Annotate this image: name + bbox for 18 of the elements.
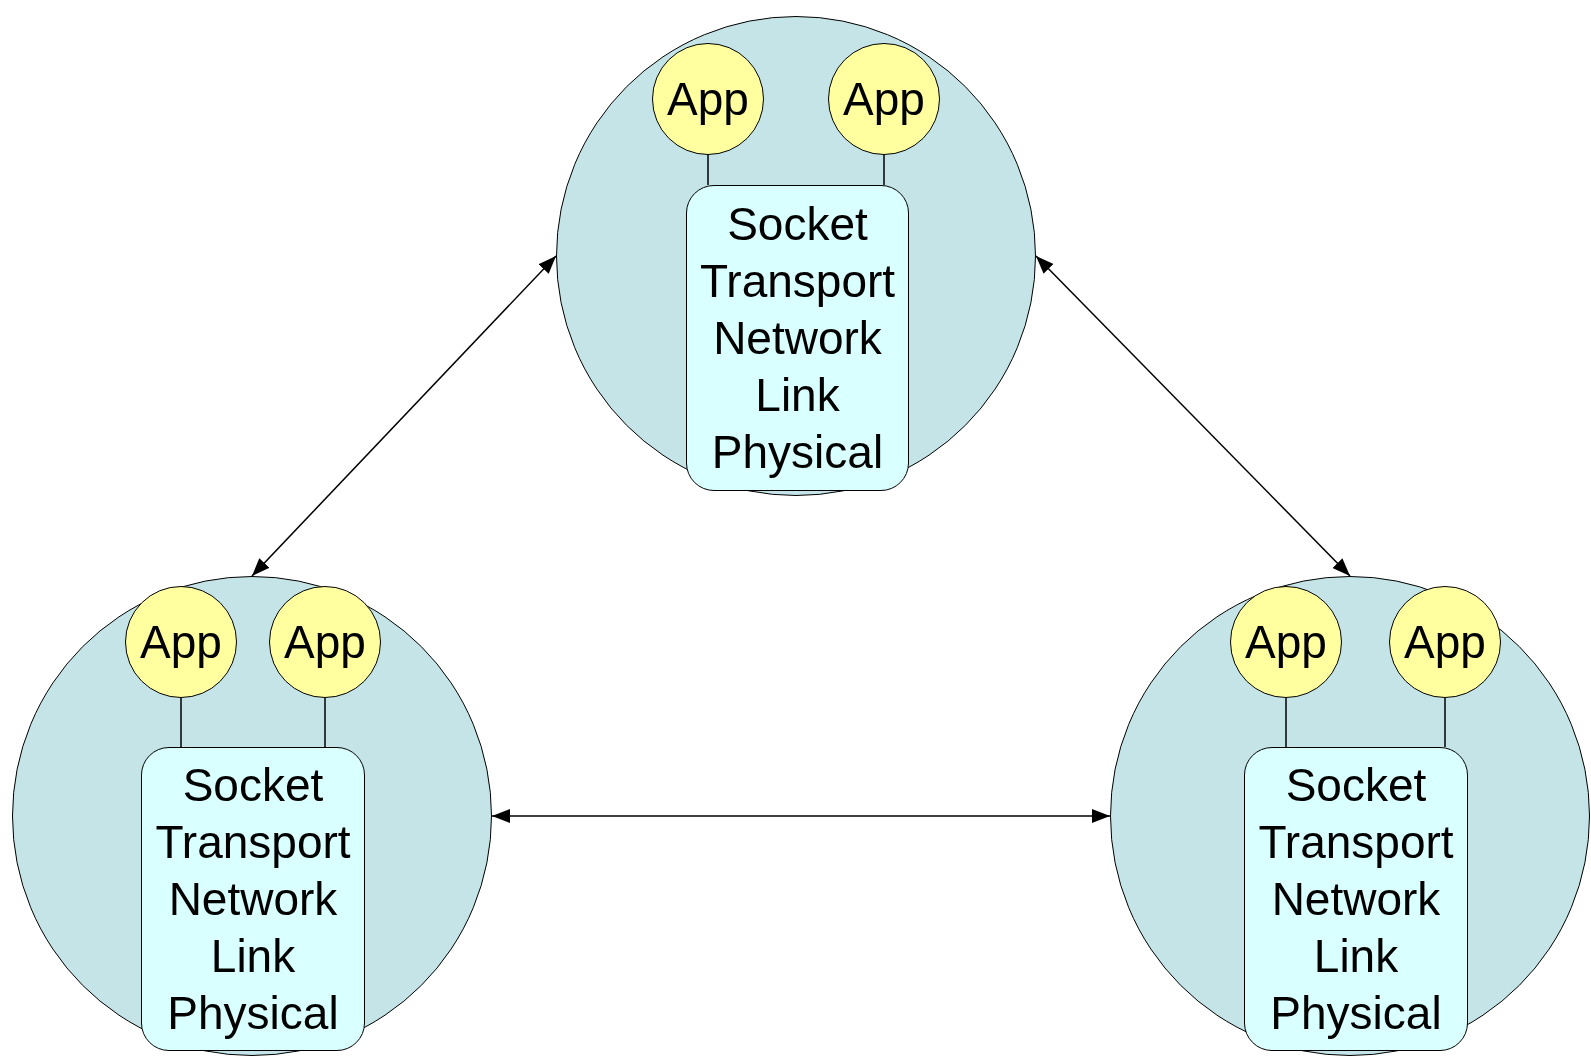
app-circle: App	[269, 586, 381, 698]
protocol-stack-box: Socket Transport Network Link Physical	[141, 747, 365, 1051]
connector-line	[1444, 697, 1446, 748]
protocol-stack-box: Socket Transport Network Link Physical	[686, 185, 909, 491]
arrow	[251, 255, 557, 577]
connector-line	[1285, 697, 1287, 748]
app-circle: App	[652, 43, 764, 155]
connector-line	[883, 154, 885, 186]
app-circle: App	[828, 43, 940, 155]
arrow	[491, 809, 1111, 823]
app-circle: App	[125, 586, 237, 698]
connector-line	[324, 697, 326, 748]
connector-line	[707, 154, 709, 186]
connector-line	[180, 697, 182, 748]
protocol-stack-box: Socket Transport Network Link Physical	[1244, 747, 1468, 1051]
arrow	[1035, 255, 1351, 577]
app-circle: App	[1230, 586, 1342, 698]
app-circle: App	[1389, 586, 1501, 698]
